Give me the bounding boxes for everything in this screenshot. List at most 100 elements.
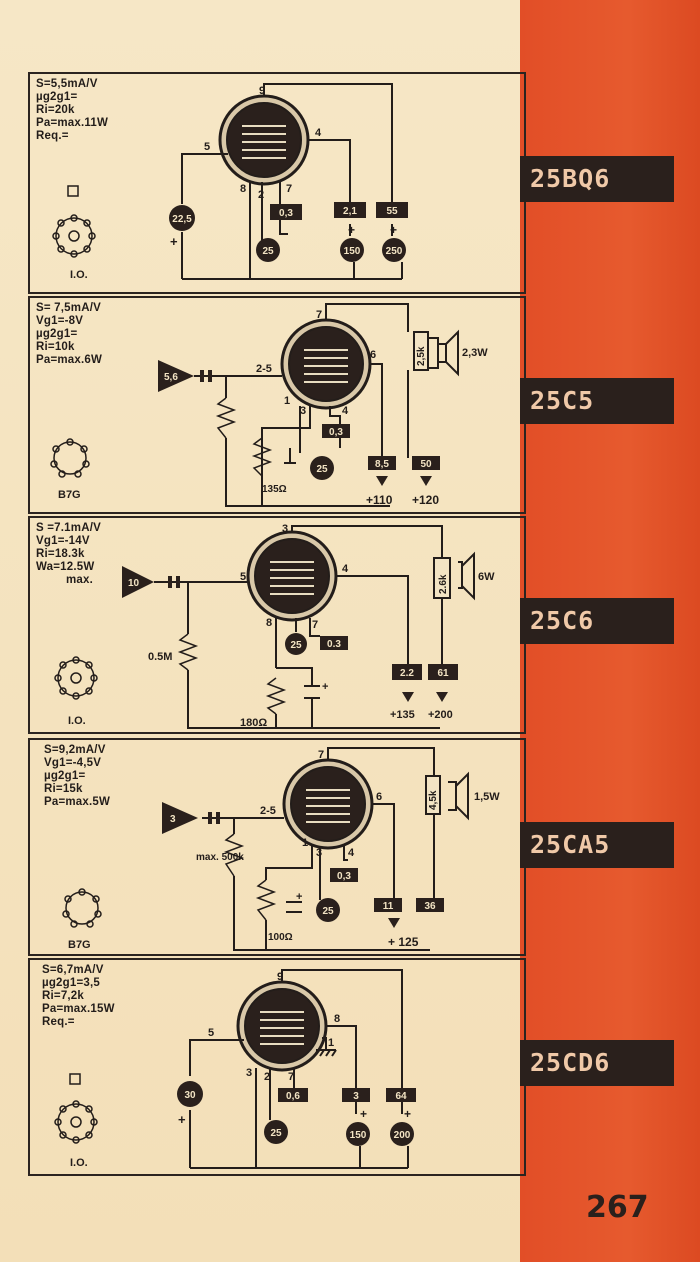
spec-line: µg2g1= xyxy=(36,91,78,103)
pin-label: 9 xyxy=(259,85,265,97)
pin-label: 1 xyxy=(284,395,290,407)
spec-block: S= 7,5mA/V Vg1=-8V µg2g1= Ri=10k Pa=max.… xyxy=(36,302,102,367)
spec-line: S=9,2mA/V xyxy=(44,744,106,756)
svg-text:+: + xyxy=(170,234,178,249)
pin-label: 5 xyxy=(208,1027,214,1039)
pin-label: 7 xyxy=(286,183,292,195)
pin-label: 4 xyxy=(315,127,322,139)
spec-line: Ri=20k xyxy=(36,104,75,116)
pin-label: 3 xyxy=(300,405,306,417)
grid-resistor: 0.5M xyxy=(148,651,172,663)
base-type: B7G xyxy=(68,939,91,951)
svg-text:+: + xyxy=(296,891,302,903)
spec-line: µg2g1=3,5 xyxy=(42,977,100,989)
tube-panel-25C5: S= 7,5mA/V Vg1=-8V µg2g1= Ri=10k Pa=max.… xyxy=(28,296,526,514)
svg-text:+: + xyxy=(322,681,328,693)
spec-block: S=9,2mA/V Vg1=-4,5V µg2g1= Ri=15k Pa=max… xyxy=(44,744,110,809)
tube-panel-25BQ6: S=5,5mA/V µg2g1= Ri=20k Pa=max.11W Req.= xyxy=(28,72,526,294)
pin-label: 7 xyxy=(318,749,324,761)
tab-25C5[interactable]: 25C5 xyxy=(520,378,674,424)
output-power: 1,5W xyxy=(474,791,500,803)
input-signal: 5,6 xyxy=(164,372,178,383)
load-resistor: 2,5k xyxy=(416,346,427,366)
pin-label: 3 xyxy=(246,1067,252,1079)
schematic: 9 5 4 8 2 7 22,5 + 0,3 2,1 55 25 150 + 2… xyxy=(52,83,408,281)
pin-label: 4 xyxy=(342,405,349,417)
heater-voltage: 22,5 xyxy=(172,214,192,225)
schematic: 3 max. 500k 100Ω + 4,5k 1,5W 7 2-5 6 1 3… xyxy=(62,747,500,951)
pin-label: 2-5 xyxy=(256,363,272,375)
schematic: 9 5 8 1 3 2 7 30 + 0,6 3 64 25 150 + 200… xyxy=(54,969,416,1169)
spec-line: Ri=18.3k xyxy=(36,548,85,560)
pin-label: 1 xyxy=(302,837,308,849)
supply-voltage: +200 xyxy=(428,709,453,721)
output-power: 6W xyxy=(478,571,495,583)
grid-resistor: max. 500k xyxy=(196,852,244,863)
current-value: 55 xyxy=(386,206,398,217)
spec-line: S=5,5mA/V xyxy=(36,78,98,90)
spec-line: max. xyxy=(66,574,94,586)
heater-voltage: 25 xyxy=(316,464,328,475)
current-value: 8,5 xyxy=(375,459,389,470)
pin-label: 2 xyxy=(258,189,264,201)
heater-current: 0,3 xyxy=(279,208,293,219)
pin-label: 5 xyxy=(240,571,246,583)
base-pinout xyxy=(54,656,98,700)
current-value: 36 xyxy=(424,901,436,912)
heater-current: 0.3 xyxy=(327,639,341,650)
supply-voltage: 250 xyxy=(386,246,403,257)
input-signal: 3 xyxy=(170,814,176,825)
pin-label: 4 xyxy=(342,563,349,575)
pin-label: 3 xyxy=(282,523,288,535)
supply-voltage: +110 xyxy=(366,493,393,507)
pin-label: 5 xyxy=(204,141,210,153)
spec-block: S=6,7mA/V µg2g1=3,5 Ri=7,2k Pa=max.15W R… xyxy=(42,964,115,1029)
spec-line: Req.= xyxy=(36,130,69,142)
supply-voltage: +120 xyxy=(412,493,439,507)
svg-text:+: + xyxy=(360,1107,367,1121)
heater-current: 0,6 xyxy=(286,1091,300,1102)
base-pinout xyxy=(62,888,102,928)
supply-voltage: 150 xyxy=(344,246,361,257)
supply-voltage: 200 xyxy=(394,1130,411,1141)
input-signal: 10 xyxy=(128,578,140,589)
base-type: I.O. xyxy=(70,1157,88,1169)
supply-voltage: + 125 xyxy=(388,935,419,949)
current-value: 61 xyxy=(437,668,449,679)
pin-label: 6 xyxy=(370,349,376,361)
pin-label: 8 xyxy=(266,617,272,629)
pin-label: 4 xyxy=(348,847,355,859)
spec-line: S=6,7mA/V xyxy=(42,964,104,976)
current-value: 64 xyxy=(395,1091,407,1102)
svg-text:+: + xyxy=(404,1107,411,1121)
spec-block: S =7.1mA/V Vg1=-14V Ri=18.3k Wa=12.5W ma… xyxy=(36,522,101,587)
load-resistor: 4,5k xyxy=(428,790,439,810)
heater-voltage: 25 xyxy=(290,640,302,651)
tube-panel-25C6: S =7.1mA/V Vg1=-14V Ri=18.3k Wa=12.5W ma… xyxy=(28,516,526,734)
cathode-resistor: 100Ω xyxy=(268,932,293,943)
current-value: 3 xyxy=(353,1091,359,1102)
spec-line: µg2g1= xyxy=(44,770,86,782)
pin-label: 1 xyxy=(328,1037,334,1049)
tube-panel-25CA5: S=9,2mA/V Vg1=-4,5V µg2g1= Ri=15k Pa=max… xyxy=(28,738,526,956)
spec-line: Ri=15k xyxy=(44,783,83,795)
pin-label: 2-5 xyxy=(260,805,276,817)
spec-line: Ri=10k xyxy=(36,341,75,353)
current-value: 11 xyxy=(383,901,394,912)
tab-25CA5[interactable]: 25CA5 xyxy=(520,822,674,868)
tab-25BQ6[interactable]: 25BQ6 xyxy=(520,156,674,202)
pin-label: 9 xyxy=(277,971,283,983)
heater-voltage: 25 xyxy=(262,246,274,257)
schematic: 10 0.5M 180Ω + 2.6k 6W 3 5 4 8 7 25 0.3 … xyxy=(54,523,495,729)
tab-25C6[interactable]: 25C6 xyxy=(520,598,674,644)
pin-label: 8 xyxy=(240,183,246,195)
pin-label: 7 xyxy=(288,1071,294,1083)
base-type: I.O. xyxy=(68,715,86,727)
current-value: 2,1 xyxy=(343,206,357,217)
base-type: B7G xyxy=(58,489,81,501)
spec-line: Ri=7,2k xyxy=(42,990,84,1002)
spec-line: Pa=max.6W xyxy=(36,354,103,366)
supply-voltage: 150 xyxy=(350,1130,367,1141)
tab-25CD6[interactable]: 25CD6 xyxy=(520,1040,674,1086)
svg-text:+: + xyxy=(178,1112,186,1127)
